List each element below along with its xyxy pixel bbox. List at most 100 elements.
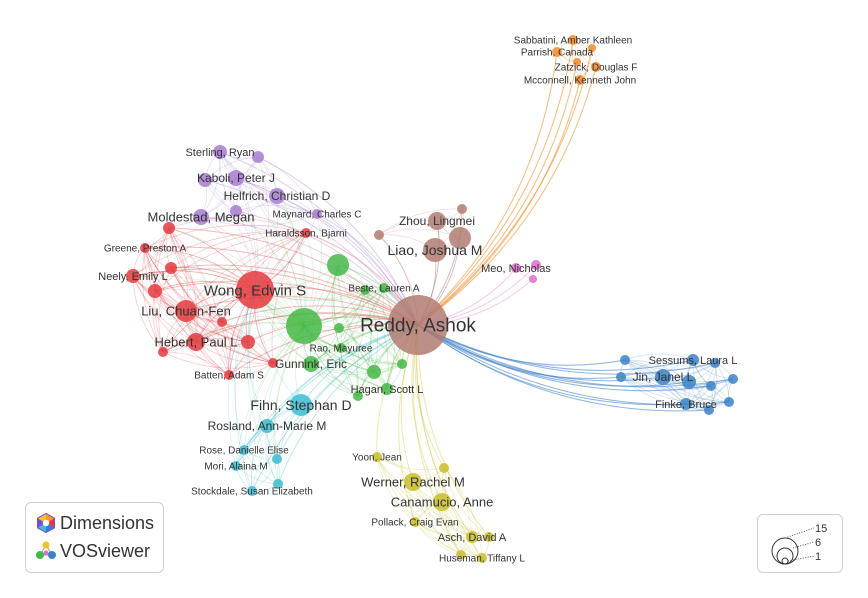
node-huseman[interactable] bbox=[477, 553, 487, 563]
node-green9[interactable] bbox=[353, 391, 363, 401]
node-purple8[interactable] bbox=[230, 205, 242, 217]
node-blue9[interactable] bbox=[704, 405, 714, 415]
node-yoon[interactable] bbox=[372, 452, 382, 462]
label-zatzick[interactable]: Zatzick, Douglas F bbox=[555, 63, 638, 74]
node-red8[interactable] bbox=[165, 262, 177, 274]
node-hebert[interactable] bbox=[187, 333, 205, 351]
label-wong[interactable]: Wong, Edwin S bbox=[204, 282, 306, 299]
label-zhou[interactable]: Zhou, Lingmei bbox=[399, 214, 475, 228]
label-sessums[interactable]: Sessums, Laura L bbox=[649, 355, 738, 367]
node-zhou[interactable] bbox=[428, 212, 446, 230]
node-mori[interactable] bbox=[231, 461, 241, 471]
node-reddy[interactable] bbox=[388, 295, 448, 355]
label-mcconnell[interactable]: Mcconnell, Kenneth John bbox=[524, 76, 636, 87]
node-green_m[interactable] bbox=[327, 254, 349, 276]
node-moldestad[interactable] bbox=[193, 209, 209, 225]
node-purple7[interactable] bbox=[198, 173, 212, 187]
node-green_hub[interactable] bbox=[286, 308, 322, 344]
node-blue4[interactable] bbox=[682, 375, 696, 389]
label-reddy[interactable]: Reddy, Ashok bbox=[360, 316, 476, 337]
node-canamucio[interactable] bbox=[433, 493, 451, 511]
vosviewer-logo[interactable]: VOSviewer bbox=[35, 540, 150, 562]
node-blue6[interactable] bbox=[616, 372, 626, 382]
node-stockdale[interactable] bbox=[247, 486, 257, 496]
label-mori[interactable]: Mori, Alaina M bbox=[204, 462, 267, 473]
node-hagan[interactable] bbox=[381, 383, 393, 395]
node-pink2[interactable] bbox=[531, 260, 541, 270]
label-parrish[interactable]: Parrish, Canada bbox=[521, 48, 594, 59]
node-sessums[interactable] bbox=[687, 354, 699, 366]
node-helfrich[interactable] bbox=[269, 188, 285, 204]
label-sterling[interactable]: Sterling, Ryan bbox=[185, 147, 254, 159]
node-batten[interactable] bbox=[224, 370, 234, 380]
label-meo[interactable]: Meo, Nicholas bbox=[481, 263, 551, 275]
label-sabbatini[interactable]: Sabbatini, Amber Kathleen bbox=[514, 36, 632, 47]
node-meo[interactable] bbox=[511, 263, 521, 273]
label-beste[interactable]: Beste, Lauren A bbox=[348, 284, 419, 295]
node-haraldsson[interactable] bbox=[301, 228, 311, 238]
node-pink3[interactable] bbox=[529, 275, 537, 283]
label-liu[interactable]: Liu, Chuan-Fen bbox=[141, 304, 231, 319]
node-red13[interactable] bbox=[217, 317, 227, 327]
node-green8[interactable] bbox=[397, 359, 407, 369]
node-brown3[interactable] bbox=[457, 204, 467, 214]
node-maynard[interactable] bbox=[312, 209, 322, 219]
label-huseman[interactable]: Huseman, Tiffany L bbox=[439, 554, 525, 565]
node-green7[interactable] bbox=[367, 365, 381, 379]
label-moldestad[interactable]: Moldestad, Megan bbox=[148, 210, 255, 225]
label-rose[interactable]: Rose, Danielle Elise bbox=[199, 446, 289, 457]
node-sterling[interactable] bbox=[213, 145, 227, 159]
node-red11[interactable] bbox=[158, 347, 168, 357]
node-parrish[interactable] bbox=[552, 47, 562, 57]
node-wong[interactable] bbox=[236, 271, 274, 309]
node-greene[interactable] bbox=[140, 243, 150, 253]
node-red7[interactable] bbox=[163, 222, 175, 234]
label-canamucio[interactable]: Canamucio, Anne bbox=[391, 495, 494, 510]
node-finke[interactable] bbox=[680, 398, 692, 410]
label-finke[interactable]: Finke, Bruce bbox=[655, 399, 717, 411]
node-brown4[interactable] bbox=[374, 230, 384, 240]
node-mcconnell[interactable] bbox=[575, 75, 585, 85]
node-pollack[interactable] bbox=[410, 517, 420, 527]
node-green11[interactable] bbox=[360, 285, 370, 295]
dimensions-logo[interactable]: Dimensions bbox=[35, 512, 154, 534]
label-rao[interactable]: Rao, Mayuree bbox=[310, 344, 373, 355]
label-haraldsson[interactable]: Haraldsson, Bjarni bbox=[265, 229, 347, 240]
node-yellow7[interactable] bbox=[439, 463, 449, 473]
label-jin[interactable]: Jin, Janel L bbox=[633, 370, 694, 384]
label-yoon[interactable]: Yoon, Jean bbox=[352, 453, 402, 464]
node-blue7[interactable] bbox=[728, 374, 738, 384]
node-blue5[interactable] bbox=[620, 355, 630, 365]
label-asch[interactable]: Asch, David A bbox=[438, 532, 507, 544]
label-werner[interactable]: Werner, Rachel M bbox=[361, 475, 465, 490]
node-red12[interactable] bbox=[268, 358, 278, 368]
node-cyan5[interactable] bbox=[273, 479, 283, 489]
node-fihn[interactable] bbox=[290, 394, 312, 416]
node-zatzick[interactable] bbox=[591, 62, 601, 72]
label-batten[interactable]: Batten, Adam S bbox=[194, 371, 264, 382]
node-kaboli[interactable] bbox=[228, 170, 244, 186]
node-beste[interactable] bbox=[379, 283, 389, 293]
node-yellow9[interactable] bbox=[456, 550, 466, 560]
label-neely[interactable]: Neely, Emily L bbox=[98, 271, 167, 283]
node-green10[interactable] bbox=[334, 323, 344, 333]
node-orange6[interactable] bbox=[573, 58, 581, 66]
node-asch[interactable] bbox=[466, 531, 478, 543]
node-rose[interactable] bbox=[239, 445, 249, 455]
node-red10[interactable] bbox=[241, 335, 255, 349]
label-helfrich[interactable]: Helfrich, Christian D bbox=[224, 189, 331, 203]
node-red9[interactable] bbox=[148, 284, 162, 298]
node-liao[interactable] bbox=[423, 238, 447, 262]
node-liu[interactable] bbox=[175, 300, 197, 322]
label-gunnink[interactable]: Gunnink, Eric bbox=[275, 357, 347, 371]
label-kaboli[interactable]: Kaboli, Peter J bbox=[197, 171, 275, 185]
node-jin[interactable] bbox=[655, 369, 671, 385]
node-cyan6[interactable] bbox=[272, 454, 282, 464]
node-neely[interactable] bbox=[126, 269, 140, 283]
label-pollack[interactable]: Pollack, Craig Evan bbox=[371, 518, 458, 529]
node-rosland[interactable] bbox=[260, 419, 274, 433]
node-gunnink[interactable] bbox=[303, 356, 319, 372]
node-orange5[interactable] bbox=[588, 44, 596, 52]
node-blue11[interactable] bbox=[710, 358, 720, 368]
label-maynard[interactable]: Maynard, Charles C bbox=[273, 210, 362, 221]
